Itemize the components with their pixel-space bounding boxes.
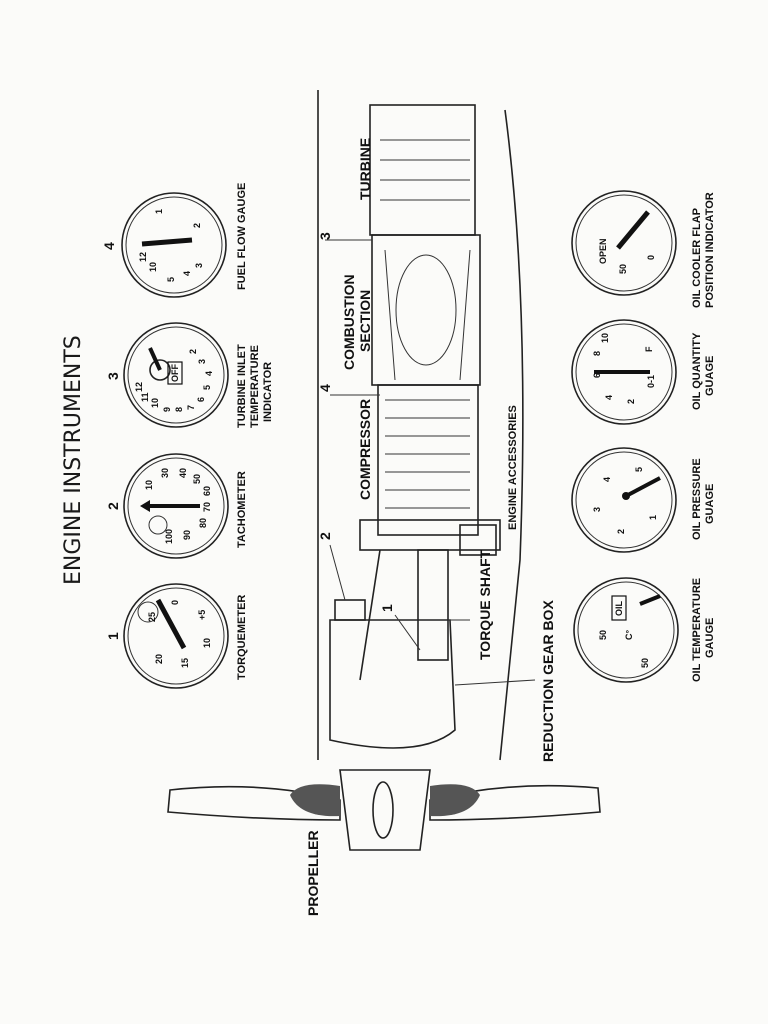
turbine-inlet-temperature-gauge: 2 3 4 5 6 7 8 9 10 11 12 OFF xyxy=(123,322,229,428)
propeller-label: PROPELLER xyxy=(305,830,321,916)
gauge-number: 3 xyxy=(105,372,121,380)
dial-label: 12 xyxy=(134,382,144,392)
gauge-label: GUAGE xyxy=(704,484,716,524)
gauge-label: TEMPERATURE xyxy=(249,345,261,428)
combustion-label: COMBUSTION xyxy=(341,274,357,370)
callout-number: 2 xyxy=(317,532,333,540)
gauge-label: OIL TEMPERATURE xyxy=(691,578,703,682)
dial-label: 0 xyxy=(170,600,180,605)
dial-label: 1 xyxy=(154,209,164,214)
dial-label: C° xyxy=(624,630,634,640)
page-title: ENGINE INSTRUMENTS xyxy=(61,335,86,585)
dial-label: 20 xyxy=(154,654,164,664)
gauge-label: POSITION INDICATOR xyxy=(704,192,716,308)
tachometer-gauge: 10 30 40 50 60 70 80 90 100 xyxy=(123,453,229,559)
dial-label: 0 xyxy=(646,255,656,260)
oil-quantity-gauge: 10 8 6 4 2 0-1 F xyxy=(571,319,677,425)
dial-label: 6 xyxy=(592,373,602,378)
dial-label: 4 xyxy=(204,371,214,376)
dial-label: 70 xyxy=(202,502,212,512)
dial-label: 50 xyxy=(192,474,202,484)
dial-label: 6 xyxy=(196,397,206,402)
dial-label: 8 xyxy=(592,351,602,356)
gauge-number: 4 xyxy=(101,242,117,250)
dial-label: F xyxy=(644,346,654,352)
dial-label: 10 xyxy=(144,480,154,490)
dial-label: 4 xyxy=(602,477,612,482)
dial-label: 2 xyxy=(626,399,636,404)
dial-label: 10 xyxy=(150,398,160,408)
dial-label: 3 xyxy=(194,263,204,268)
dial-label: 80 xyxy=(198,518,208,528)
dial-label: 3 xyxy=(592,507,602,512)
engine-cutaway xyxy=(167,90,601,851)
dial-label: 10 xyxy=(202,638,212,648)
gauge-label: OIL QUANTITY xyxy=(691,332,703,410)
gauge-label: TURBINE INLET xyxy=(236,344,248,428)
dial-label: 90 xyxy=(182,530,192,540)
dial-label: 9 xyxy=(162,407,172,412)
dial-label: 5 xyxy=(634,467,644,472)
dial-label: 0-1 xyxy=(646,375,656,388)
dial-label: 100 xyxy=(164,529,174,544)
callout-number: 4 xyxy=(317,384,333,392)
dial-label: 40 xyxy=(178,468,188,478)
dial-label: 2 xyxy=(188,349,198,354)
gauge-label: TACHOMETER xyxy=(236,471,248,548)
gauge-label: GAUGE xyxy=(704,618,716,658)
dial-label: 50 xyxy=(640,658,650,668)
gauge-label: OIL PRESSURE xyxy=(691,458,703,540)
turbine-label: TURBINE xyxy=(357,138,373,200)
fuel-flow-gauge: 1 2 3 4 5 10 12 xyxy=(121,192,227,298)
combustion-label: SECTION xyxy=(357,290,373,352)
callout-number: 1 xyxy=(379,604,395,612)
dial-label: 4 xyxy=(182,271,192,276)
gauge-number: 1 xyxy=(105,632,121,640)
dial-label: 10 xyxy=(148,262,158,272)
dial-label: 8 xyxy=(174,407,184,412)
gauge-label: FUEL FLOW GAUGE xyxy=(236,183,248,290)
oil-pressure-gauge: 5 4 3 2 1 xyxy=(571,447,677,553)
dial-label: 30 xyxy=(160,468,170,478)
dial-label: 1 xyxy=(648,515,658,520)
dial-label: 11 xyxy=(140,392,150,402)
engine-accessories-label: ENGINE ACCESSORIES xyxy=(507,405,519,530)
dial-label: +5 xyxy=(197,610,207,620)
dial-label: 7 xyxy=(186,405,196,410)
dial-label: 25 xyxy=(147,612,157,622)
compressor-label: COMPRESSOR xyxy=(357,399,373,500)
dial-label: 2 xyxy=(616,529,626,534)
dial-label: 50 xyxy=(598,630,608,640)
dial-label: 2 xyxy=(192,223,202,228)
reduction-gear-box-label: REDUCTION GEAR BOX xyxy=(540,600,556,762)
dial-label: OIL xyxy=(614,600,624,616)
dial-label: 60 xyxy=(202,486,212,496)
gauge-label: GUAGE xyxy=(704,356,716,396)
dial-label: 12 xyxy=(138,252,148,262)
dial-label: OFF xyxy=(170,364,180,382)
dial-label: 50 xyxy=(618,264,628,274)
dial-label: OPEN xyxy=(598,238,608,264)
gauge-label: TORQUEMETER xyxy=(236,595,248,680)
dial-label: 15 xyxy=(180,658,190,668)
oil-cooler-flap-gauge: OPEN 50 0 xyxy=(571,190,677,296)
gauge-number: 2 xyxy=(105,502,121,510)
dial-label: 5 xyxy=(166,277,176,282)
dial-label: 5 xyxy=(202,385,212,390)
gauge-label: INDICATOR xyxy=(262,362,274,422)
oil-temperature-gauge: OIL 50 C° 50 xyxy=(573,577,679,683)
torque-shaft-label: TORQUE SHAFT xyxy=(477,549,493,660)
gauge-label: OIL COOLER FLAP xyxy=(691,208,703,308)
dial-label: 10 xyxy=(600,333,610,343)
callout-number: 3 xyxy=(317,232,333,240)
dial-label: 4 xyxy=(604,395,614,400)
dial-label: 3 xyxy=(197,359,207,364)
torquemeter-gauge: 25 0 +5 10 15 20 xyxy=(123,583,229,689)
